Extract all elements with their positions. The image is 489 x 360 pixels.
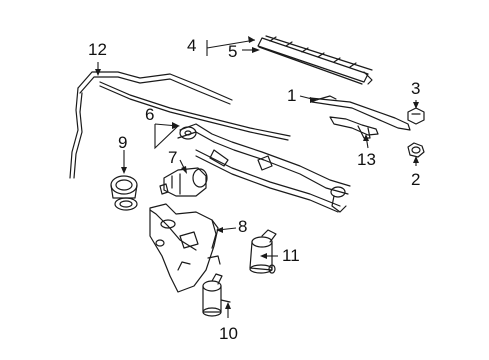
washer-nozzle [329, 116, 379, 139]
callout-7: 7 [168, 148, 178, 167]
callout-4: 4 [187, 36, 197, 55]
wiper-arm [309, 95, 411, 131]
wiper-linkage [177, 123, 351, 213]
arm-nut [407, 107, 425, 125]
callout-1: 1 [287, 86, 297, 105]
callout-5: 5 [228, 42, 238, 61]
pivot-cap [407, 142, 425, 158]
washer-pump-front [202, 273, 231, 317]
washer-reservoir [149, 203, 221, 293]
wiper-blade [257, 35, 373, 85]
arrowheads [95, 36, 419, 309]
callout-3: 3 [411, 79, 421, 98]
callout-11: 11 [282, 246, 300, 265]
callout-12: 12 [88, 40, 107, 59]
callout-6: 6 [145, 105, 155, 124]
callout-9: 9 [118, 133, 128, 152]
washer-pump-rear [249, 229, 277, 274]
callout-2: 2 [411, 170, 421, 189]
wiper-motor [159, 167, 208, 197]
callout-8: 8 [238, 217, 248, 236]
callout-10: 10 [219, 324, 238, 343]
washer-hose [69, 71, 291, 179]
callout-13: 13 [357, 150, 376, 169]
reservoir-cap [110, 175, 138, 211]
